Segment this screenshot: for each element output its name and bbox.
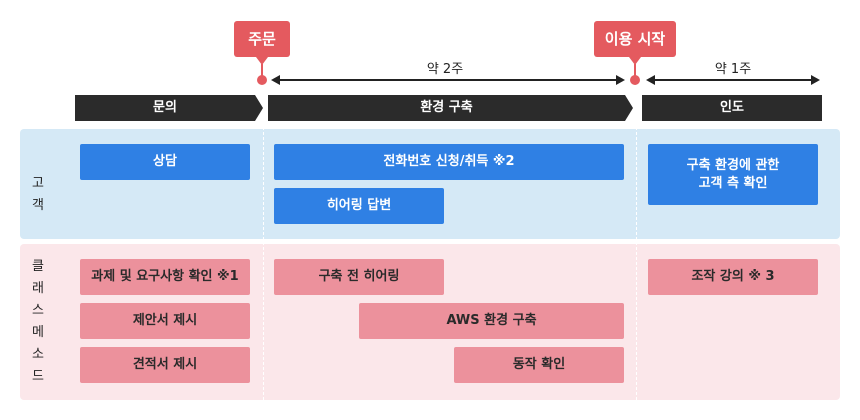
task-aws-build-label: AWS 환경 구축 [446, 313, 537, 328]
task-phone-number-application: 전화번호 신청/취득 ※2 [274, 144, 624, 180]
phase-handover: 인도 [642, 95, 822, 121]
task-operation-check-label: 동작 확인 [512, 357, 566, 372]
duration-middle-arrow-left [271, 75, 280, 85]
milestone-start-use-tag: 이용 시작 [594, 21, 676, 65]
task-aws-build: AWS 환경 구축 [359, 303, 624, 339]
customer-lane-label-char: 객 [32, 198, 44, 213]
task-hearing-answer: 히어링 답변 [274, 188, 444, 224]
task-consultation-label: 상담 [153, 154, 177, 169]
milestone-start-use-label: 이용 시작 [604, 30, 666, 48]
duration-right-arrow-line [653, 79, 813, 81]
milestone-order-label: 주문 [248, 30, 276, 48]
task-environment-confirmation: 구축 환경에 관한 고객 측 확인 [648, 144, 818, 205]
duration-middle-arrow-line [278, 79, 618, 81]
classmethod-lane-label-char: 메 [32, 325, 44, 340]
task-requirements-check-label: 과제 및 요구사항 확인 ※1 [91, 269, 239, 284]
task-phone-number-application-label: 전화번호 신청/취득 ※2 [383, 154, 515, 169]
duration-right-arrow-right [811, 75, 820, 85]
milestone-start-use-stem [634, 64, 636, 78]
classmethod-lane-label-char: 스 [32, 303, 44, 318]
task-estimate-label: 견적서 제시 [132, 357, 198, 372]
task-environment-confirmation-line2: 고객 측 확인 [698, 175, 768, 191]
task-proposal: 제안서 제시 [80, 303, 250, 339]
task-operation-lecture-label: 조작 강의 ※ 3 [691, 269, 775, 284]
classmethod-lane-label: 클 래 스 메 소 드 [20, 256, 56, 388]
duration-middle-arrow-right [616, 75, 625, 85]
phase-environment-build: 환경 구축 [268, 95, 633, 121]
task-pre-build-hearing: 구축 전 히어링 [274, 259, 444, 295]
task-hearing-answer-label: 히어링 답변 [326, 198, 392, 213]
classmethod-lane-label-char: 소 [32, 347, 44, 362]
divider-order [263, 122, 264, 400]
classmethod-lane-label-char: 래 [32, 281, 44, 296]
task-estimate: 견적서 제시 [80, 347, 250, 383]
task-consultation: 상담 [80, 144, 250, 180]
classmethod-lane-label-char: 클 [32, 259, 44, 274]
duration-middle-label: 약 2주 [426, 62, 464, 77]
milestone-order-dot [257, 75, 267, 85]
task-pre-build-hearing-label: 구축 전 히어링 [318, 269, 400, 284]
duration-right-arrow-left [646, 75, 655, 85]
task-requirements-check: 과제 및 요구사항 확인 ※1 [80, 259, 250, 295]
customer-lane-label-char: 고 [32, 176, 44, 191]
task-operation-lecture: 조작 강의 ※ 3 [648, 259, 818, 295]
phase-inquiry: 문의 [75, 95, 263, 121]
classmethod-lane-label-char: 드 [32, 369, 44, 384]
divider-start-use [636, 122, 637, 400]
milestone-order-stem [261, 64, 263, 78]
task-proposal-label: 제안서 제시 [132, 313, 198, 328]
milestone-start-use-dot [630, 75, 640, 85]
task-environment-confirmation-line1: 구축 환경에 관한 [686, 157, 780, 173]
task-operation-check: 동작 확인 [454, 347, 624, 383]
duration-right-label: 약 1주 [714, 62, 752, 77]
milestone-order-tag: 주문 [234, 21, 290, 65]
customer-lane-label: 고 객 [20, 173, 56, 217]
